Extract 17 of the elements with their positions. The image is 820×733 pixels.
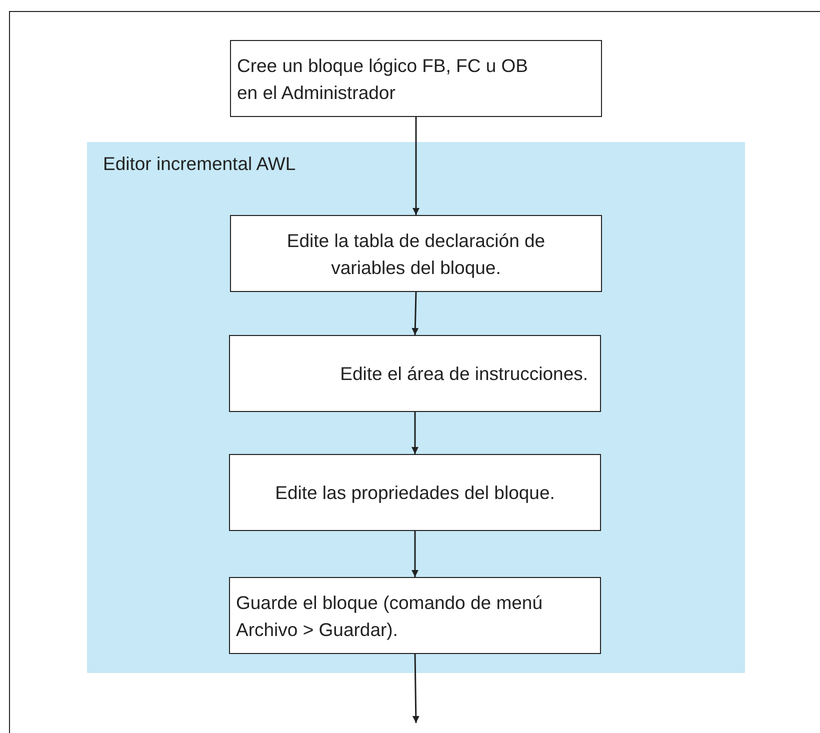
step-text: Edite la tabla de declaración de variables del bloque.	[286, 228, 546, 280]
step-text: Edite las propriedades del bloque.	[274, 481, 556, 505]
process-box	[229, 577, 601, 654]
arrow	[412, 292, 419, 336]
group-heading: Editor incremental AWL	[103, 152, 296, 176]
group-panel	[87, 142, 745, 673]
arrow	[412, 654, 420, 724]
step-text: Guarde el bloque (comando de menú Archivo > Guardar).	[236, 590, 544, 642]
process-box	[229, 454, 601, 531]
process-box	[230, 40, 602, 117]
step-text: Cree un bloque lógico FB, FC u OB en el Administrador	[237, 54, 530, 104]
process-box	[230, 215, 602, 292]
arrow	[412, 531, 418, 577]
arrow	[412, 117, 420, 215]
arrow	[412, 412, 418, 454]
step-text: Edite el área de instrucciones.	[339, 362, 588, 386]
process-box	[229, 335, 601, 412]
